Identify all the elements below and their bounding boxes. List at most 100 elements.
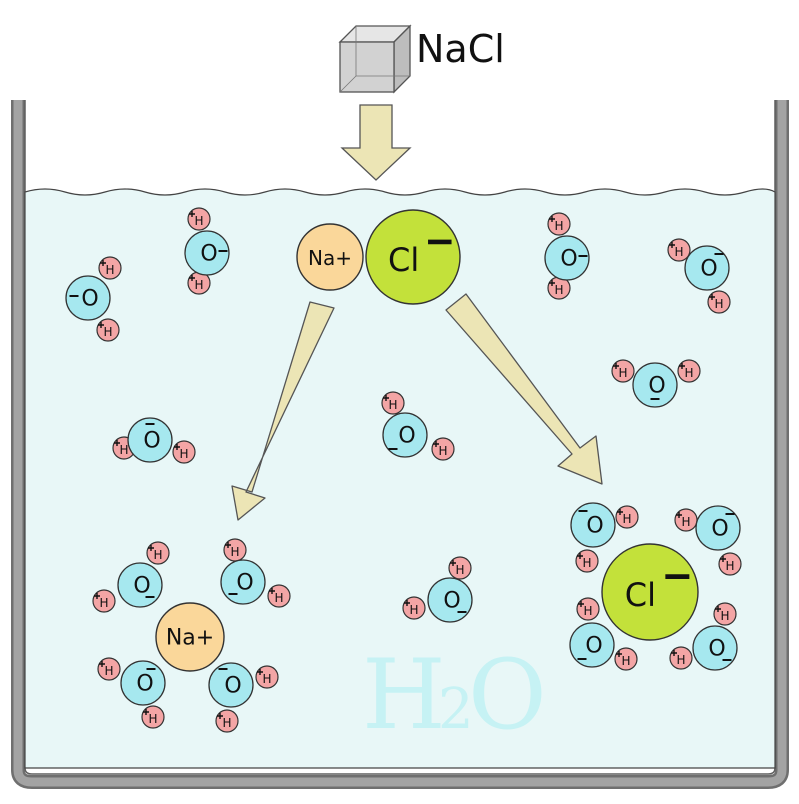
oxygen-shape [695,505,741,551]
water-molecule: H HO [112,417,196,464]
hydrogen-symbol: H [681,515,690,529]
water-molecule: HHO [208,662,279,733]
hydrogen-atom: H [667,238,691,262]
sodium-shape [155,602,225,672]
hydrogen-symbol: H [621,654,630,668]
hydrogen-symbol: H [105,263,114,277]
oxygen-shape [569,622,615,668]
hydrogen-atom: H [92,589,116,613]
hydrogen-symbol: H [194,214,203,228]
hydrogen-atom: H [402,596,426,620]
water-formula-h: H [362,639,446,751]
oxygen-symbol: O [136,672,153,697]
water-molecule: HHO [220,538,291,608]
sodium-shape [296,223,364,291]
oxygen-symbol: O [648,374,665,399]
hydrogen-symbol: H [230,545,239,559]
water-molecule: HHO [65,256,122,342]
chloride-symbol: Cl [388,241,419,279]
oxygen-atom: O [127,417,173,463]
hydrogen-atom: H [611,359,635,383]
oxygen-symbol: O [200,242,217,267]
oxygen-shape [65,275,111,321]
oxygen-atom: O [695,505,741,551]
water-formula-o: O [468,639,547,751]
hydrogen-atom: H [448,556,472,580]
oxygen-shape [544,235,590,281]
hydrogen-atom: H [255,665,279,689]
hydrogen-atom: H [172,440,196,464]
water-molecule: H H O [674,505,742,576]
sodium-ion: Na+ [155,602,225,672]
sodium-symbol: Na+ [166,626,214,651]
hydrogen-atom: H [547,212,571,236]
chloride-path-arrow [445,293,603,485]
hydrogen-symbol: H [554,219,563,233]
hydrogen-symbol: H [148,712,157,726]
oxygen-shape [127,417,173,463]
water-molecule: HHO [667,238,731,314]
hydrogen-symbol: H [179,447,188,461]
hydrogen-atom: H [669,646,693,670]
oxygen-symbol: O [560,247,577,272]
oxygen-symbol: O [81,287,98,312]
oxygen-atom: O [117,562,163,608]
hydrogen-atom: H [97,657,121,681]
chloride-symbol: Cl [625,576,656,614]
water-molecule: H H O [97,657,166,729]
hydrogen-symbol: H [99,596,108,610]
salt-formula: NaCl [416,27,505,71]
water-molecule: H HO [669,602,738,671]
oxygen-symbol: O [236,571,253,596]
hydrogen-symbol: H [554,283,563,297]
oxygen-symbol: O [711,517,728,542]
oxygen-atom: O [684,245,730,291]
hydrogen-atom: H [674,508,698,532]
oxygen-atom: O [427,577,473,623]
hydrogen-symbol: H [388,398,397,412]
water-molecule: H HO [544,212,590,300]
hydrogen-symbol: H [684,366,693,380]
hydrogen-symbol: H [194,278,203,292]
hydrogen-atom: H [713,602,737,626]
hydrogen-symbol: H [582,556,591,570]
hydrogen-symbol: H [262,672,271,686]
hydrogen-symbol: H [222,716,231,730]
oxygen-shape [570,502,616,548]
hydrogen-atom: H [576,597,600,621]
sodium-ion: Na+ [296,223,364,291]
hydrogen-symbol: H [104,664,113,678]
sodium-path-arrow [231,301,335,521]
hydrogen-atom: H [141,705,165,729]
oxygen-shape [184,230,230,276]
beaker [11,100,789,789]
hydrogen-atom: H [98,256,122,280]
chloride-shape [601,543,699,641]
hydrogen-symbol: H [720,609,729,623]
oxygen-symbol: O [133,574,150,599]
oxygen-symbol: O [586,514,603,539]
water-molecule: HHO [92,541,170,613]
water-molecule: HHO [381,391,455,461]
water-formula-subscript: 2 [438,677,474,742]
oxygen-atom: O [569,622,615,668]
oxygen-shape [684,245,730,291]
hydrogen-atom: H [677,359,701,383]
hydrogen-symbol: H [725,559,734,573]
oxygen-shape [208,662,254,708]
hydrogen-symbol: H [274,591,283,605]
salt-crystal-icon [338,24,412,94]
hydrogen-atom: H [223,538,247,562]
sodium-symbol: Na+ [308,246,352,270]
hydrogen-atom: H [431,437,455,461]
water-molecule: H HO [569,597,638,671]
hydrogen-atom: H [575,549,599,573]
hydrogen-symbol: H [674,245,683,259]
hydrogen-symbol: H [153,548,162,562]
oxygen-atom: O [692,625,738,671]
hydrogen-symbol: H [119,443,128,457]
oxygen-atom: O [220,559,266,605]
hydrogen-symbol: H [618,366,627,380]
